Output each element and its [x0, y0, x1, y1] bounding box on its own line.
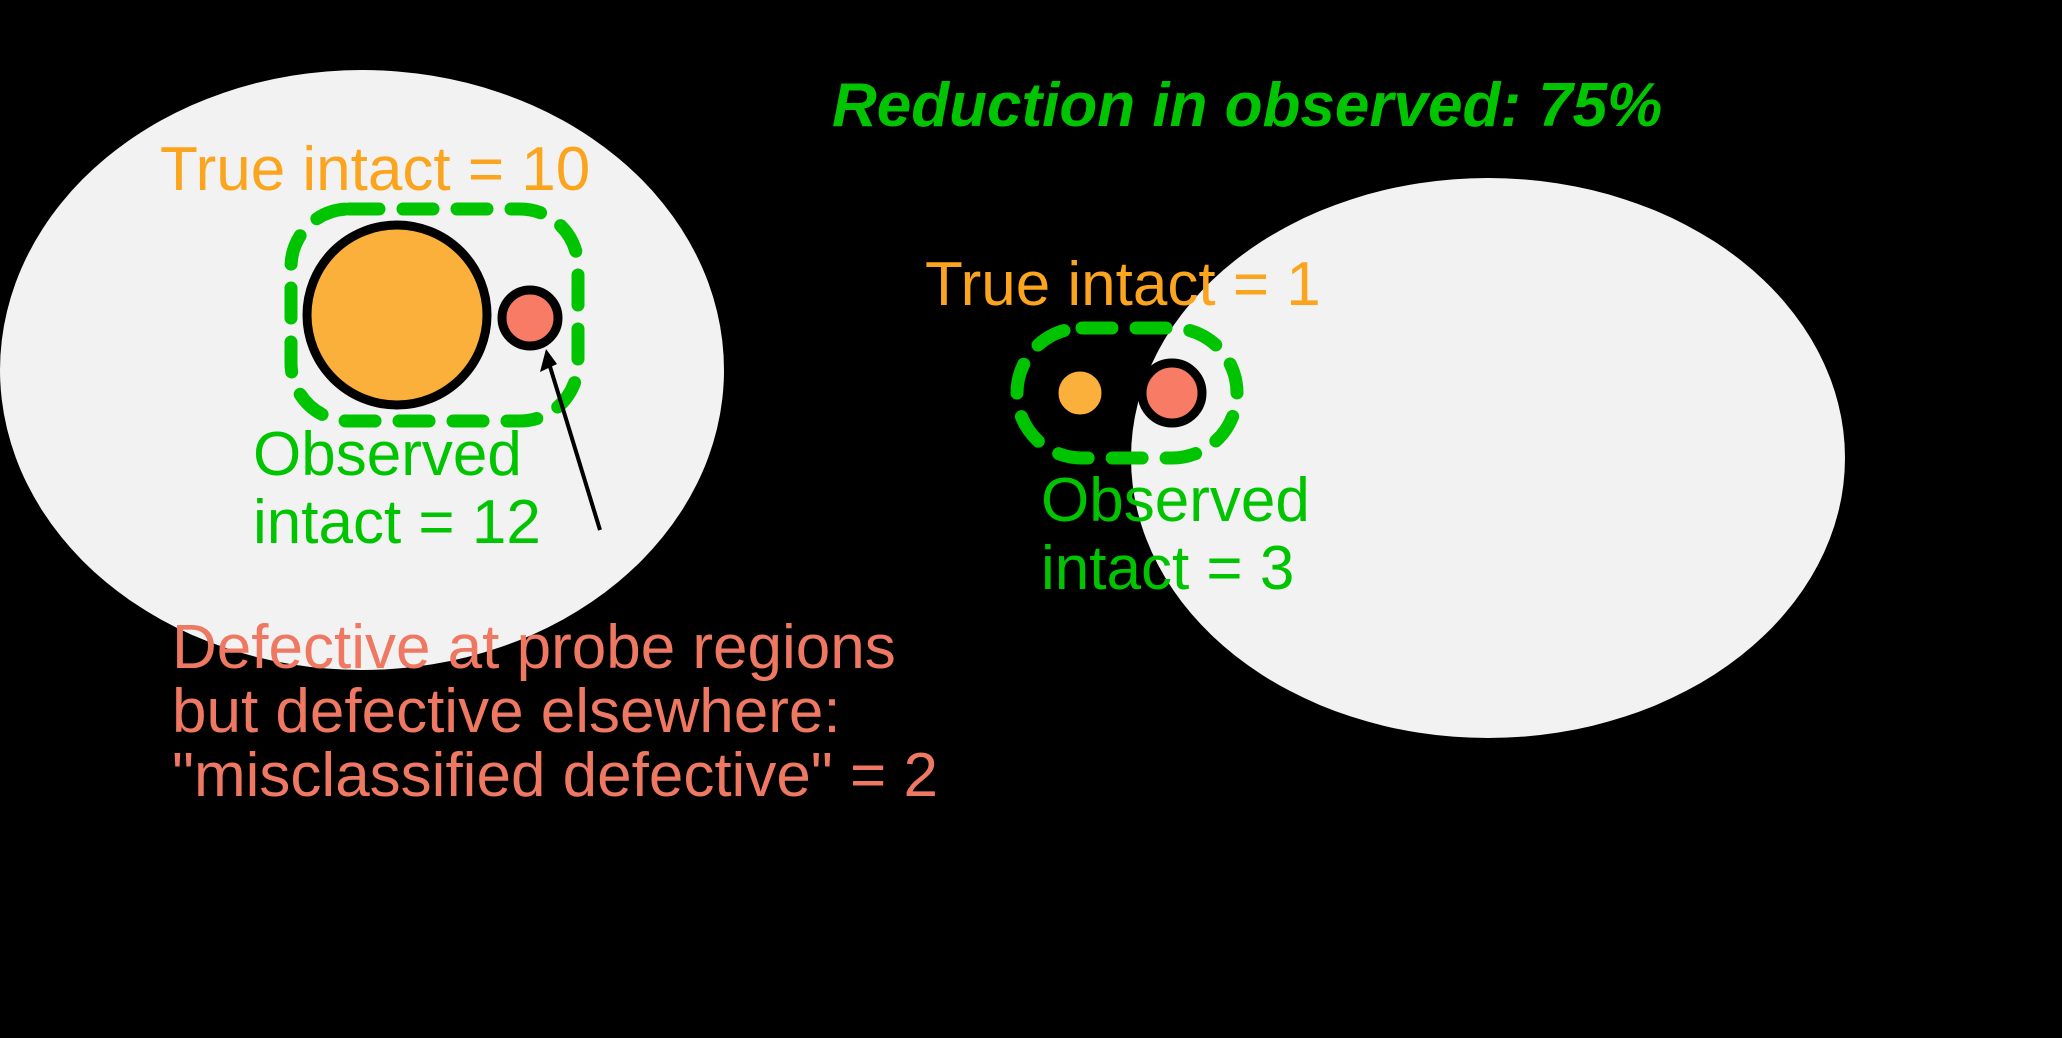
- left-observed-label-line1: Observed: [253, 420, 522, 489]
- right-observed-label-line1: Observed: [1041, 466, 1310, 535]
- left-intact-circle: [302, 220, 492, 410]
- annotation-line-1: Defective at probe regions: [172, 613, 896, 682]
- right-panel-group: True intact = 1 Observed intact = 3: [925, 178, 1845, 738]
- figure-title: Reduction in observed: 75%: [832, 71, 1662, 140]
- left-misclassified-arrow: [540, 349, 602, 531]
- right-defective-circle: [1137, 358, 1207, 428]
- annotation-line-3: "misclassified defective" = 2: [172, 741, 938, 810]
- right-observed-label-line2: intact = 3: [1041, 534, 1294, 603]
- left-defective-circle: [497, 285, 563, 351]
- right-intact-circle: [1049, 362, 1111, 424]
- left-observed-label-line2: intact = 12: [253, 488, 541, 557]
- left-panel-group: True intact = 10 Observed intact = 12: [0, 70, 724, 670]
- misclassified-annotation: Defective at probe regions but defective…: [172, 613, 938, 810]
- left-true-intact-label: True intact = 10: [160, 135, 590, 204]
- left-observed-boundary: [284, 202, 585, 428]
- annotation-line-2: but defective elsewhere:: [172, 677, 841, 746]
- right-population-ellipse: [1131, 178, 1845, 738]
- right-observed-boundary: [1010, 321, 1244, 465]
- right-true-intact-label: True intact = 1: [925, 250, 1321, 319]
